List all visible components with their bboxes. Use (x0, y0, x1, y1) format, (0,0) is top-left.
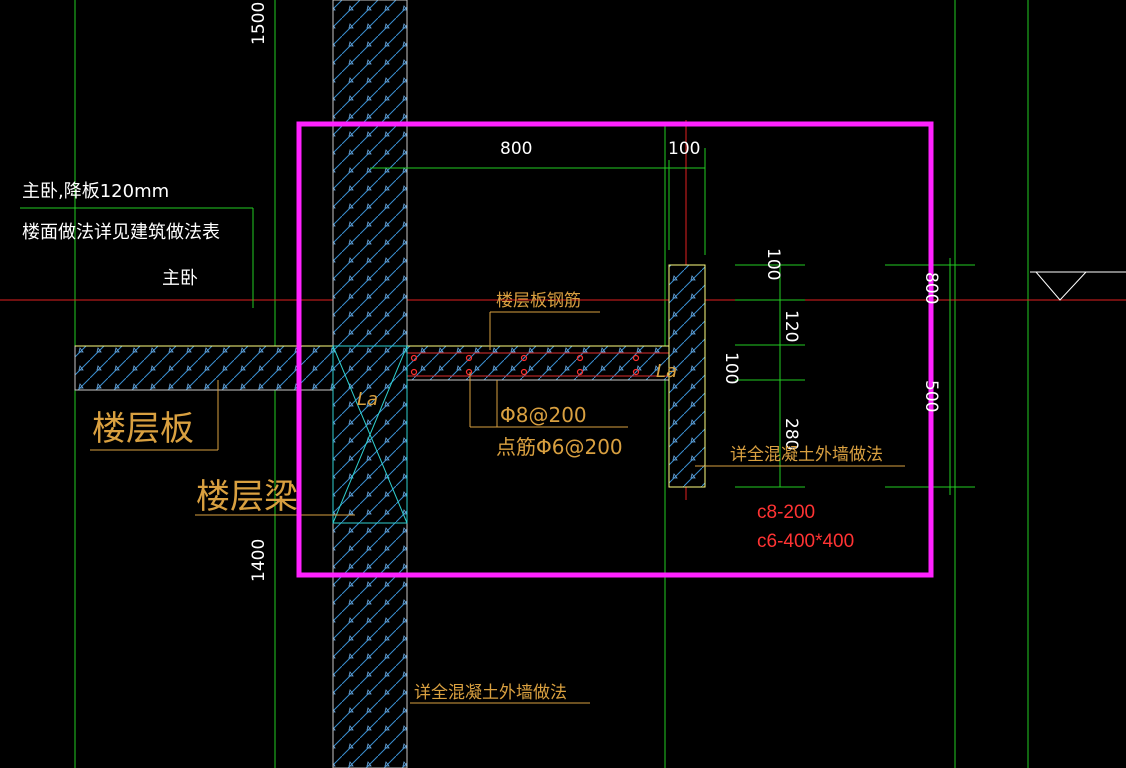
note-room: 主卧 (162, 268, 198, 289)
label-slab-rebar: 楼层板钢筋 (496, 291, 581, 311)
concrete-wall (332, 0, 408, 768)
label-beam: 楼层梁 (196, 477, 298, 517)
floor-slab-right (406, 345, 670, 381)
dim-100-top: 100 (668, 139, 700, 159)
dim-1500: 1500 (249, 2, 269, 45)
dim-800: 800 (500, 139, 532, 159)
edge-upstand (668, 264, 706, 488)
floor-beam-cross (332, 345, 408, 524)
level-symbol (1030, 271, 1126, 301)
label-wall-right: 详全混凝土外墙做法 (730, 445, 883, 465)
annotation-c6: c6-400*400 (757, 531, 854, 552)
annotation-c8: c8-200 (757, 502, 815, 523)
dim-1400: 1400 (249, 539, 269, 582)
note-line-2: 楼面做法详见建筑做法表 (22, 222, 220, 243)
label-rebar-main: Φ8@200 (500, 403, 587, 427)
label-wall-bottom: 详全混凝土外墙做法 (414, 683, 567, 703)
label-leaders (90, 311, 905, 704)
label-la-right: La (656, 361, 677, 382)
dim-100-mid: 100 (721, 352, 741, 384)
dim-280: 280 (781, 418, 801, 450)
label-slab: 楼层板 (92, 409, 194, 449)
dim-800-right: 800 (921, 272, 941, 304)
label-la-left: La (357, 389, 378, 410)
floor-slab-left (74, 345, 334, 391)
label-rebar-dist: 点筋Φ6@200 (496, 435, 623, 459)
dim-100-vertical: 100 (763, 248, 783, 280)
dim-120: 120 (781, 310, 801, 342)
dim-500: 500 (921, 380, 941, 412)
dimension-lines (20, 148, 975, 495)
note-line-1: 主卧,降板120mm (22, 181, 169, 202)
highlight-box (296, 121, 934, 578)
